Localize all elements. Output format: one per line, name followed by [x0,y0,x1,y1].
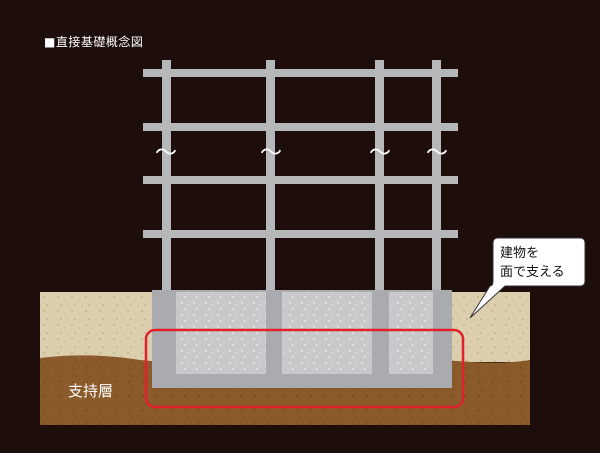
break-mark: 〜 [369,141,391,166]
frame-column [375,60,384,298]
foundation-cell [282,292,372,374]
foundation-cell [176,292,266,374]
callout-text-line1: 建物を [500,246,539,261]
callout-text-line2: 面で支える [500,265,565,280]
frame-beam [143,123,458,131]
bearing-layer-label: 支持層 [68,382,113,400]
break-mark: 〜 [426,141,448,166]
frame-column [432,60,441,298]
foundation-cell [389,292,433,374]
break-mark: 〜 [260,141,282,166]
frame-beam [143,176,458,184]
break-mark: 〜 [155,141,177,166]
diagram-title: ■直接基礎概念図 [44,35,144,49]
frame-beam [143,69,458,77]
support-area-highlight [144,328,465,409]
frame-column [162,60,171,298]
frame-beam [143,230,458,238]
frame-column [266,60,275,298]
callout-bubble [469,237,586,319]
